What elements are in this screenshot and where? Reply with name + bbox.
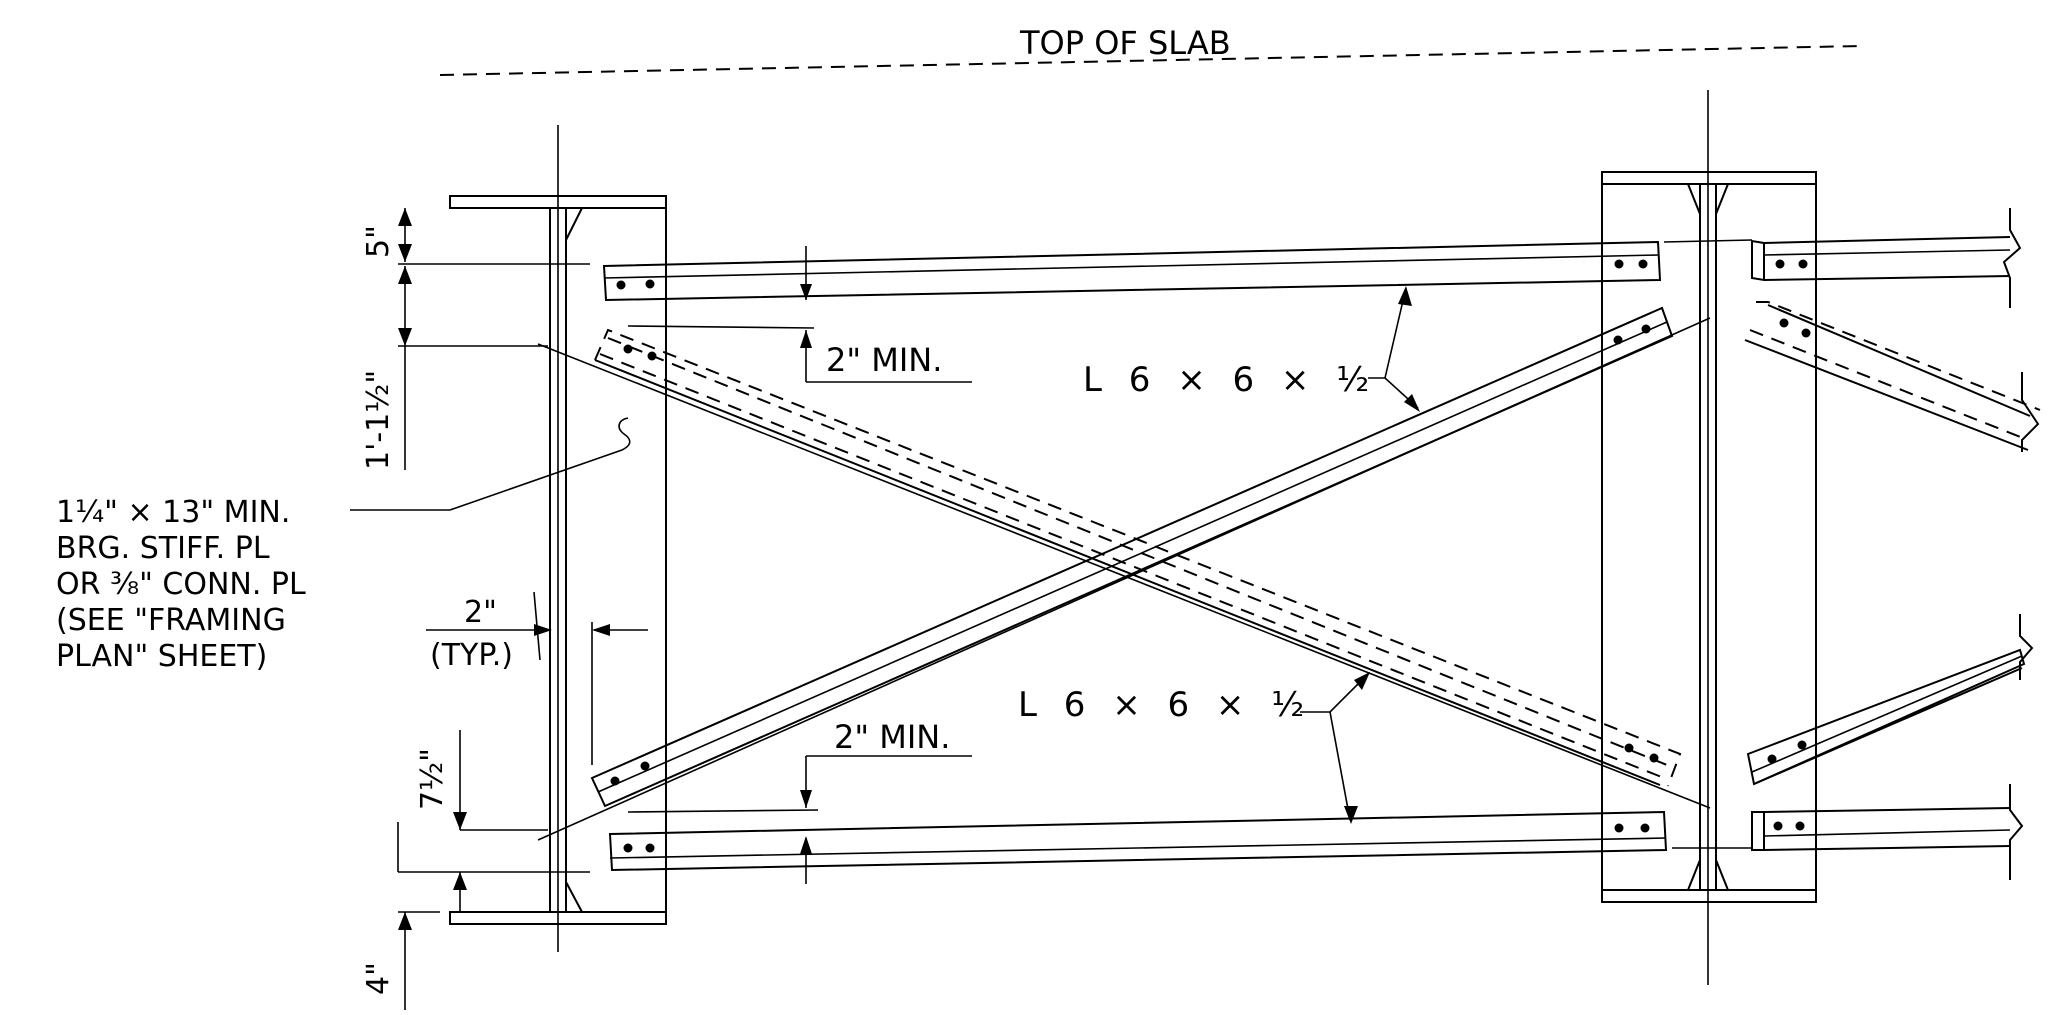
angle-lower-label: L 6 × 6 × ½ bbox=[1018, 685, 1312, 725]
top-of-slab: TOP OF SLAB bbox=[439, 24, 1861, 76]
note-line-5: PLAN" SHEET) bbox=[56, 639, 267, 674]
dim-2-in-min-bottom: 2" MIN. bbox=[627, 718, 972, 884]
diagonal-angle-lower-left-to-upper-right bbox=[590, 306, 1674, 808]
stiffener-note: 1¼" × 13" MIN. BRG. STIFF. PL OR ⅜" CONN… bbox=[56, 417, 631, 674]
bottom-chord-angle bbox=[608, 810, 1668, 872]
adjacent-bay bbox=[1744, 208, 2041, 880]
note-line-1: 1¼" × 13" MIN. bbox=[56, 495, 290, 530]
note-line-4: (SEE "FRAMING bbox=[56, 603, 286, 638]
left-vertical-dimensions: 5" 1'-1½" 7½" 4" bbox=[361, 208, 467, 1010]
left-girder bbox=[449, 125, 667, 952]
angle-callout-upper: L 6 × 6 × ½ bbox=[1083, 286, 1420, 412]
top-chord-angle bbox=[602, 240, 1662, 302]
top-of-slab-label: TOP OF SLAB bbox=[1019, 24, 1231, 62]
dim-2-in-min-bottom-label: 2" MIN. bbox=[834, 718, 950, 756]
note-line-2: BRG. STIFF. PL bbox=[56, 531, 270, 566]
dim-2-in-min-top-label: 2" MIN. bbox=[826, 341, 942, 379]
dim-5-in: 5" bbox=[361, 225, 396, 258]
dim-2-in-min-top: 2" MIN. bbox=[627, 246, 972, 383]
dim-7-half-in: 7½" bbox=[415, 748, 450, 810]
right-girder bbox=[1601, 90, 1817, 985]
dim-2-in-typical: 2" (TYP.) bbox=[426, 591, 648, 765]
angle-callout-lower: L 6 × 6 × ½ bbox=[1018, 672, 1370, 824]
dim-1-ft-1-half-in: 1'-1½" bbox=[361, 370, 396, 470]
diagonal-angle-upper-left-to-lower-right bbox=[594, 328, 1682, 787]
dim-2-in-label: 2" bbox=[464, 595, 497, 630]
dim-typ-label: (TYP.) bbox=[430, 638, 513, 673]
work-lines bbox=[398, 239, 1753, 873]
angle-upper-label: L 6 × 6 × ½ bbox=[1083, 360, 1377, 400]
dim-4-in: 4" bbox=[361, 962, 396, 995]
note-line-3: OR ⅜" CONN. PL bbox=[56, 567, 306, 602]
